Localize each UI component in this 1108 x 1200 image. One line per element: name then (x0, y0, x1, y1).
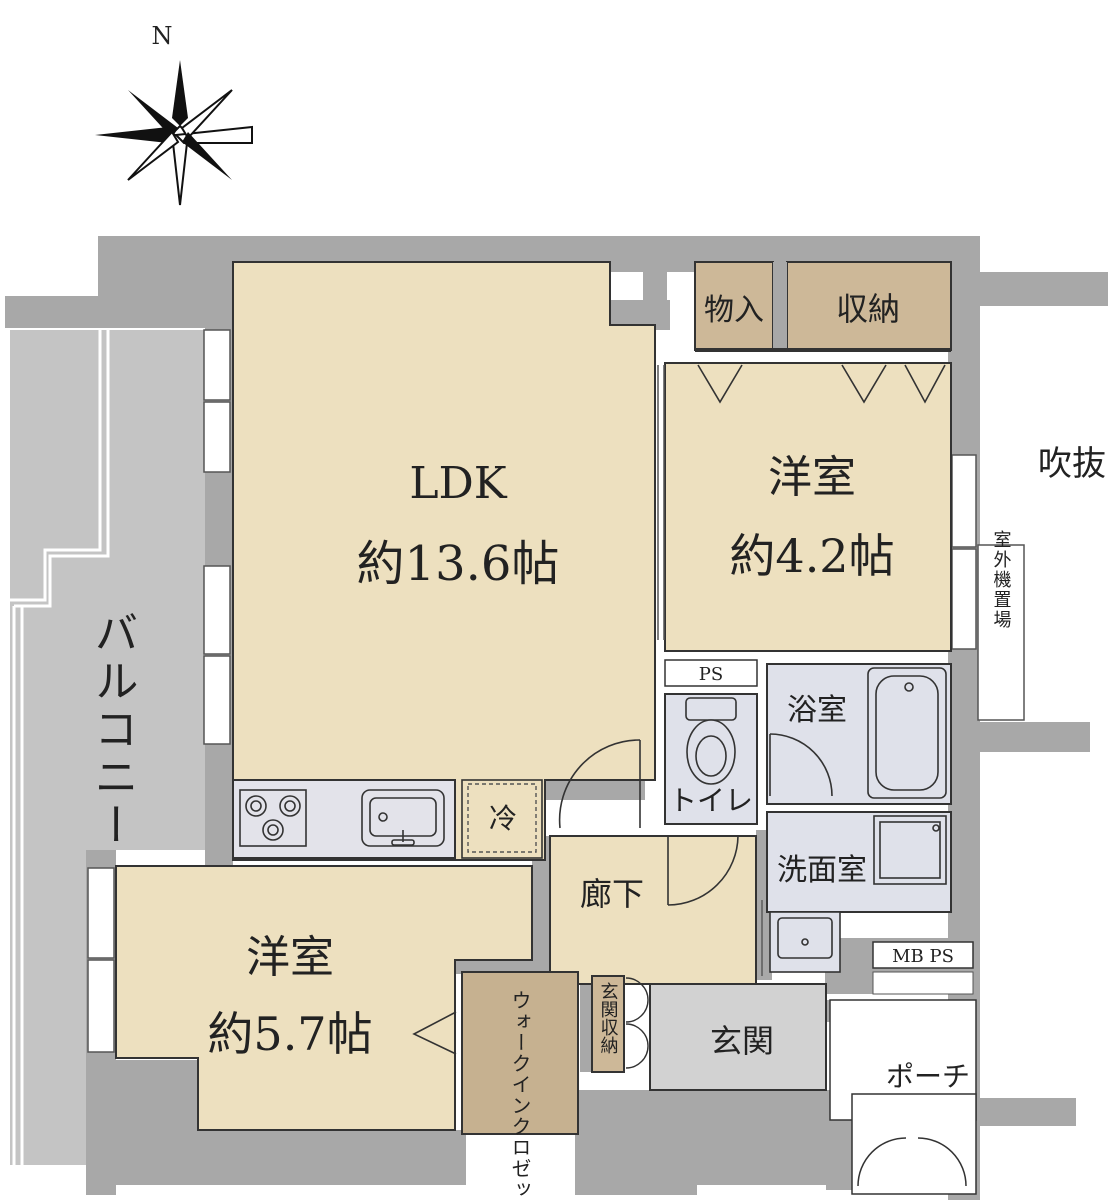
entrance (649, 983, 827, 1091)
compass-rose-icon (95, 60, 253, 206)
north-label: N (152, 22, 173, 50)
washroom-label: 洗面室 (777, 853, 867, 888)
entrance-storage (591, 975, 625, 1073)
atrium-label: 吹抜 (1038, 444, 1106, 484)
walk-in-closet-label: ウォークインクロゼット (508, 990, 532, 1200)
wash-basin-icon (769, 911, 841, 973)
windows (87, 329, 977, 1053)
western-room-south-size: 約5.7帖 (207, 1007, 372, 1061)
western-room-south (115, 865, 533, 1131)
fridge-label: 冷 (489, 802, 517, 835)
walk-in-closet (461, 971, 579, 1135)
bath-room (766, 663, 952, 805)
sink-icon (361, 789, 445, 847)
storage-label: 収納 (836, 290, 900, 328)
hallway-label: 廊下 (580, 875, 644, 913)
ps-label: PS (699, 664, 723, 685)
western-room-north-name: 洋室 (768, 452, 856, 503)
storage-small-label: 物入 (704, 293, 764, 328)
outdoor-unit-area (977, 544, 1025, 721)
hallway (549, 835, 757, 985)
porch-label: ポーチ (886, 1060, 970, 1093)
stove-icon (239, 789, 307, 847)
ldk-room (232, 261, 656, 861)
entrance-storage-label: 玄関収納 (598, 982, 619, 1054)
bath-label: 浴室 (787, 693, 847, 728)
outdoor-unit-label: 室外機置場 (991, 530, 1012, 630)
mb-ps-label: MB PS (892, 946, 954, 967)
closet-door-icons (697, 364, 946, 404)
fridge-space (461, 779, 543, 859)
toilet-icon (685, 697, 737, 785)
pipe-space (664, 659, 758, 687)
washer-icon (873, 815, 947, 885)
ldk-room-name: LDK (409, 458, 507, 509)
toilet-label: トイレ (669, 784, 753, 817)
western-room-north-size: 約4.2帖 (729, 529, 894, 583)
western-room-south-name: 洋室 (246, 932, 334, 983)
bathtub-icon (867, 667, 947, 799)
balcony-label: バルコニー (87, 610, 138, 850)
ldk-room-size: 約13.6帖 (357, 536, 560, 592)
balcony-area (10, 330, 205, 1165)
porch-gate (851, 1093, 977, 1195)
entrance-label: 玄関 (710, 1022, 774, 1060)
wic-door-icon (412, 1011, 457, 1055)
western-room-north (664, 362, 952, 652)
mb-ps-area (872, 941, 974, 969)
entrance-storage-doors (625, 977, 649, 1069)
washroom (766, 811, 952, 913)
